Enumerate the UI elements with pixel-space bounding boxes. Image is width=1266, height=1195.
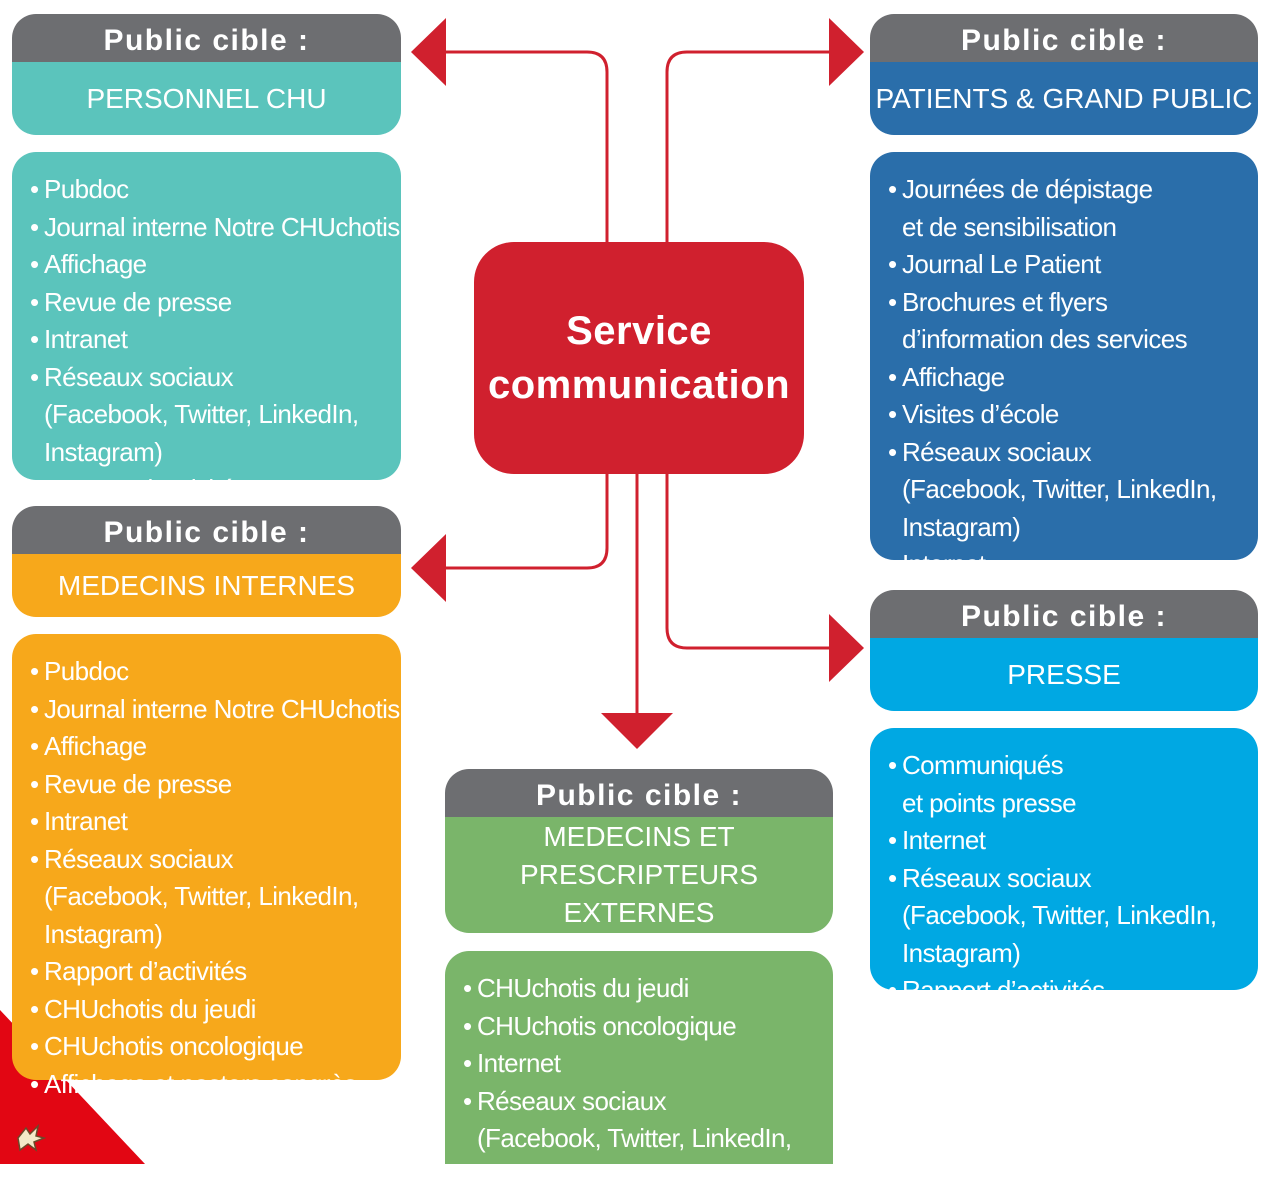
list-item: •Visites d’école	[888, 396, 1258, 434]
list-item: •Brochures et flyers d’information des s…	[888, 284, 1258, 359]
list-item: •Réseaux sociaux (Facebook, Twitter, Lin…	[888, 860, 1258, 973]
connector-personnel	[445, 52, 607, 242]
list-item: •Pubdoc	[30, 653, 401, 691]
connector-presse	[667, 474, 829, 648]
connector-patients	[667, 52, 829, 242]
audience-header-patients: Public cible :	[870, 14, 1258, 64]
channel-list-presse: •Communiqués et points presse •Internet …	[870, 728, 1258, 990]
arrowhead-patients	[829, 18, 864, 86]
arrowhead-medecins-internes	[411, 534, 446, 602]
audience-label-line: PRESSE	[1007, 656, 1121, 694]
arrowhead-externes	[601, 713, 673, 749]
audience-label-line: MEDECINS ET	[543, 818, 734, 856]
channel-list-personnel: •Pubdoc •Journal interne Notre CHUchotis…	[12, 152, 401, 480]
arrowhead-presse	[829, 614, 864, 682]
list-item: •Internet	[888, 546, 1258, 584]
list-item: •Journal Le Patient	[888, 246, 1258, 284]
list-item: •Rapport d’activités	[888, 972, 1258, 1010]
list-item: •CHUchotis du jeudi	[30, 991, 401, 1029]
list-item: •Rapport d’activités	[30, 471, 401, 509]
list-item: •Réseaux sociaux (Facebook, Twitter, Lin…	[463, 1083, 833, 1195]
list-item: •Rapport d’activités	[30, 953, 401, 991]
list-item: •Affichage	[30, 728, 401, 766]
list-item: •Affichage et posters congrès	[30, 1066, 401, 1104]
channel-list-externes: •CHUchotis du jeudi •CHUchotis oncologiq…	[445, 951, 833, 1164]
channel-list-medecins-internes: •Pubdoc •Journal interne Notre CHUchotis…	[12, 634, 401, 1080]
audience-label-line: PATIENTS & GRAND PUBLIC	[875, 80, 1252, 118]
channel-list-patients: •Journées de dépistage et de sensibilisa…	[870, 152, 1258, 560]
list-item: •Affichage	[888, 359, 1258, 397]
arrowhead-personnel	[411, 18, 446, 86]
audience-header-presse: Public cible :	[870, 590, 1258, 640]
audience-label-medecins-internes: MEDECINS INTERNES	[12, 554, 401, 617]
list-item: •Communiqués et points presse	[888, 747, 1258, 822]
audience-label-line: PRESCRIPTEURS EXTERNES	[445, 856, 833, 932]
list-item: •Journal interne Notre CHUchotis	[30, 691, 401, 729]
list-item: •Réseaux sociaux (Facebook, Twitter, Lin…	[30, 841, 401, 954]
list-item: •CHUchotis oncologique	[30, 1028, 401, 1066]
list-item: •Intranet	[30, 321, 401, 359]
list-item: •Intranet	[30, 803, 401, 841]
service-communication-node: Service communication	[474, 242, 804, 474]
audience-label-personnel: PERSONNEL CHU	[12, 62, 401, 135]
audience-label-presse: PRESSE	[870, 638, 1258, 711]
list-item: •Journées de dépistage et de sensibilisa…	[888, 171, 1258, 246]
audience-header-personnel: Public cible :	[12, 14, 401, 64]
audience-header-externes: Public cible :	[445, 769, 833, 819]
list-item: •Revue de presse	[30, 766, 401, 804]
audience-label-externes: MEDECINS ET PRESCRIPTEURS EXTERNES	[445, 817, 833, 933]
audience-label-line: PERSONNEL CHU	[86, 80, 326, 118]
list-item: •Affichage	[30, 246, 401, 284]
list-item: •Journal interne Notre CHUchotis	[30, 209, 401, 247]
connector-medecins-internes	[445, 474, 607, 568]
list-item: •CHUchotis du jeudi	[463, 970, 833, 1008]
list-item: •Réseaux sociaux (Facebook, Twitter, Lin…	[30, 359, 401, 472]
list-item: •Internet	[463, 1045, 833, 1083]
list-item: •Pubdoc	[30, 171, 401, 209]
audience-header-medecins-internes: Public cible :	[12, 506, 401, 556]
list-item: •Réseaux sociaux (Facebook, Twitter, Lin…	[888, 434, 1258, 547]
list-item: •Revue de presse	[30, 284, 401, 322]
list-item: •Internet	[888, 822, 1258, 860]
audience-label-patients: PATIENTS & GRAND PUBLIC	[870, 62, 1258, 135]
audience-label-line: MEDECINS INTERNES	[58, 567, 355, 605]
center-title-line1: Service	[566, 304, 712, 358]
center-title-line2: communication	[488, 358, 790, 412]
list-item: •CHUchotis oncologique	[463, 1008, 833, 1046]
